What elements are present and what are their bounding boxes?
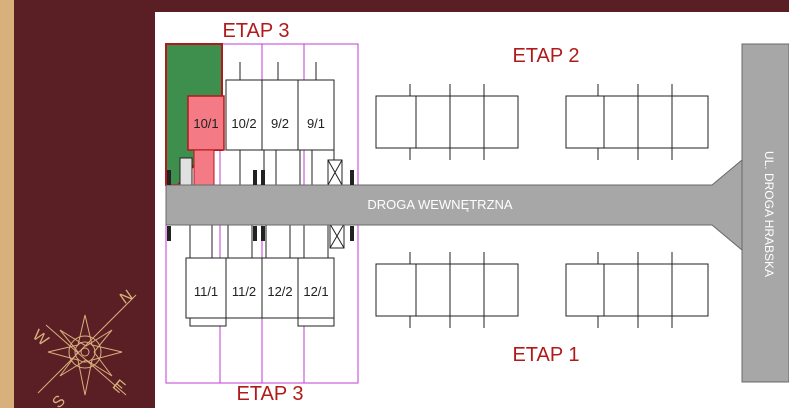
etap2-building-row-right xyxy=(565,84,709,160)
etap1-label: ETAP 1 xyxy=(512,344,579,366)
road-label: DROGA WEWNĘTRZNA xyxy=(367,197,512,212)
unit-label-12-2: 12/2 xyxy=(267,284,292,299)
unit-label-10-2: 10/2 xyxy=(231,116,256,131)
unit-garage-top-left xyxy=(179,157,193,186)
unit-label-11-2: 11/2 xyxy=(232,284,256,299)
etap1-building-row-right xyxy=(565,252,709,328)
left-decorative-strip xyxy=(0,0,14,408)
street-label: UL. DROGA HRABSKA xyxy=(762,151,776,277)
etap1-building-row-left xyxy=(375,252,519,328)
etap2-building-row-left xyxy=(375,84,519,160)
unit-label-9-1: 9/1 xyxy=(307,116,325,131)
etap3-bottom-label: ETAP 3 xyxy=(236,383,303,405)
unit-10-1-annex xyxy=(193,149,215,186)
unit-label-10-1: 10/1 xyxy=(193,116,218,131)
etap2-label: ETAP 2 xyxy=(512,45,579,67)
compass-south-label: S xyxy=(49,392,69,408)
compass-north-label: N xyxy=(117,287,136,308)
etap3-top-label: ETAP 3 xyxy=(222,20,289,42)
unit-label-12-1: 12/1 xyxy=(303,284,328,299)
street-hrabska[interactable] xyxy=(741,43,789,383)
compass-west-label: W xyxy=(29,327,52,350)
building-block-top xyxy=(225,62,343,186)
road-edge-markers xyxy=(167,170,354,241)
unit-label-9-2: 9/2 xyxy=(271,116,289,131)
unit-10-1-highlight[interactable] xyxy=(187,95,225,151)
unit-label-11-1: 11/1 xyxy=(194,284,218,299)
compass-rose-icon xyxy=(37,294,137,396)
